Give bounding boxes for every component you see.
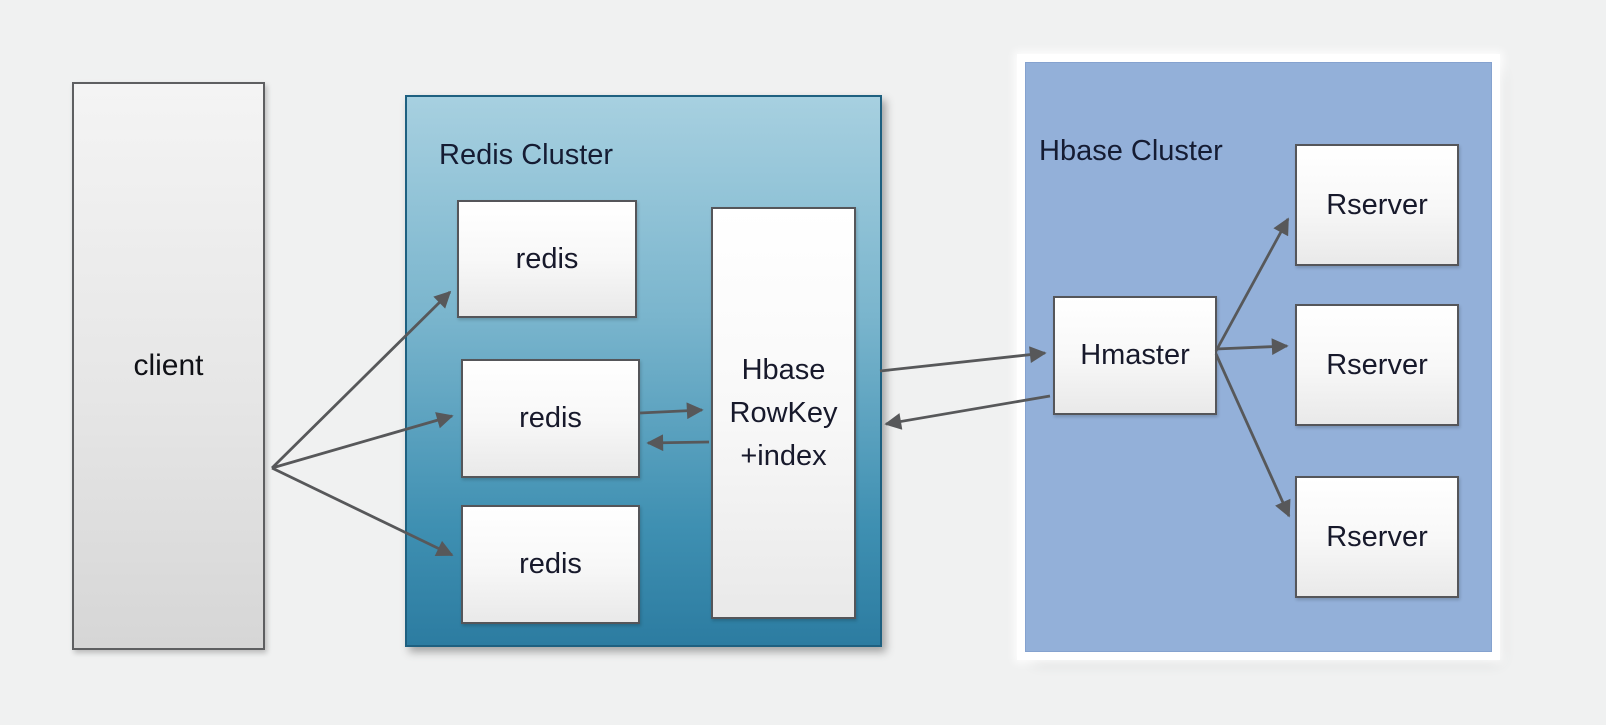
node-rserver-1-label: Rserver xyxy=(1326,188,1428,221)
node-client-label: client xyxy=(133,349,204,382)
edge-rowkey-to-hmaster xyxy=(879,346,1047,373)
node-redis-2: redis xyxy=(461,359,640,478)
node-hmaster-label: Hmaster xyxy=(1080,339,1190,371)
rowkey-line-1: Hbase xyxy=(741,353,826,386)
node-rserver-1: Rserver xyxy=(1295,144,1459,266)
node-client: client xyxy=(72,82,265,650)
node-redis-3: redis xyxy=(461,505,640,624)
node-rserver-2-label: Rserver xyxy=(1326,348,1428,381)
node-redis-3-label: redis xyxy=(519,548,582,580)
redis-cluster-title: Redis Cluster xyxy=(439,139,614,171)
redis-cluster: Redis Cluster redis redis redis Hbase Ro… xyxy=(405,95,882,647)
node-rserver-2: Rserver xyxy=(1295,304,1459,426)
node-redis-1-label: redis xyxy=(515,242,579,275)
node-redis-2-label: redis xyxy=(519,402,582,434)
node-rserver-3-label: Rserver xyxy=(1326,520,1428,553)
hbase-cluster-title: Hbase Cluster xyxy=(1039,135,1223,167)
node-rserver-3: Rserver xyxy=(1295,476,1459,598)
node-redis-1: redis xyxy=(457,200,637,318)
hbase-cluster: Hbase Cluster Hmaster Rserver Rserver Rs… xyxy=(1025,62,1492,652)
node-hmaster: Hmaster xyxy=(1053,296,1217,415)
rowkey-line-2: RowKey xyxy=(729,396,838,429)
node-hbase-rowkey-index: Hbase RowKey +index xyxy=(711,207,856,619)
rowkey-line-3: +index xyxy=(740,439,827,472)
